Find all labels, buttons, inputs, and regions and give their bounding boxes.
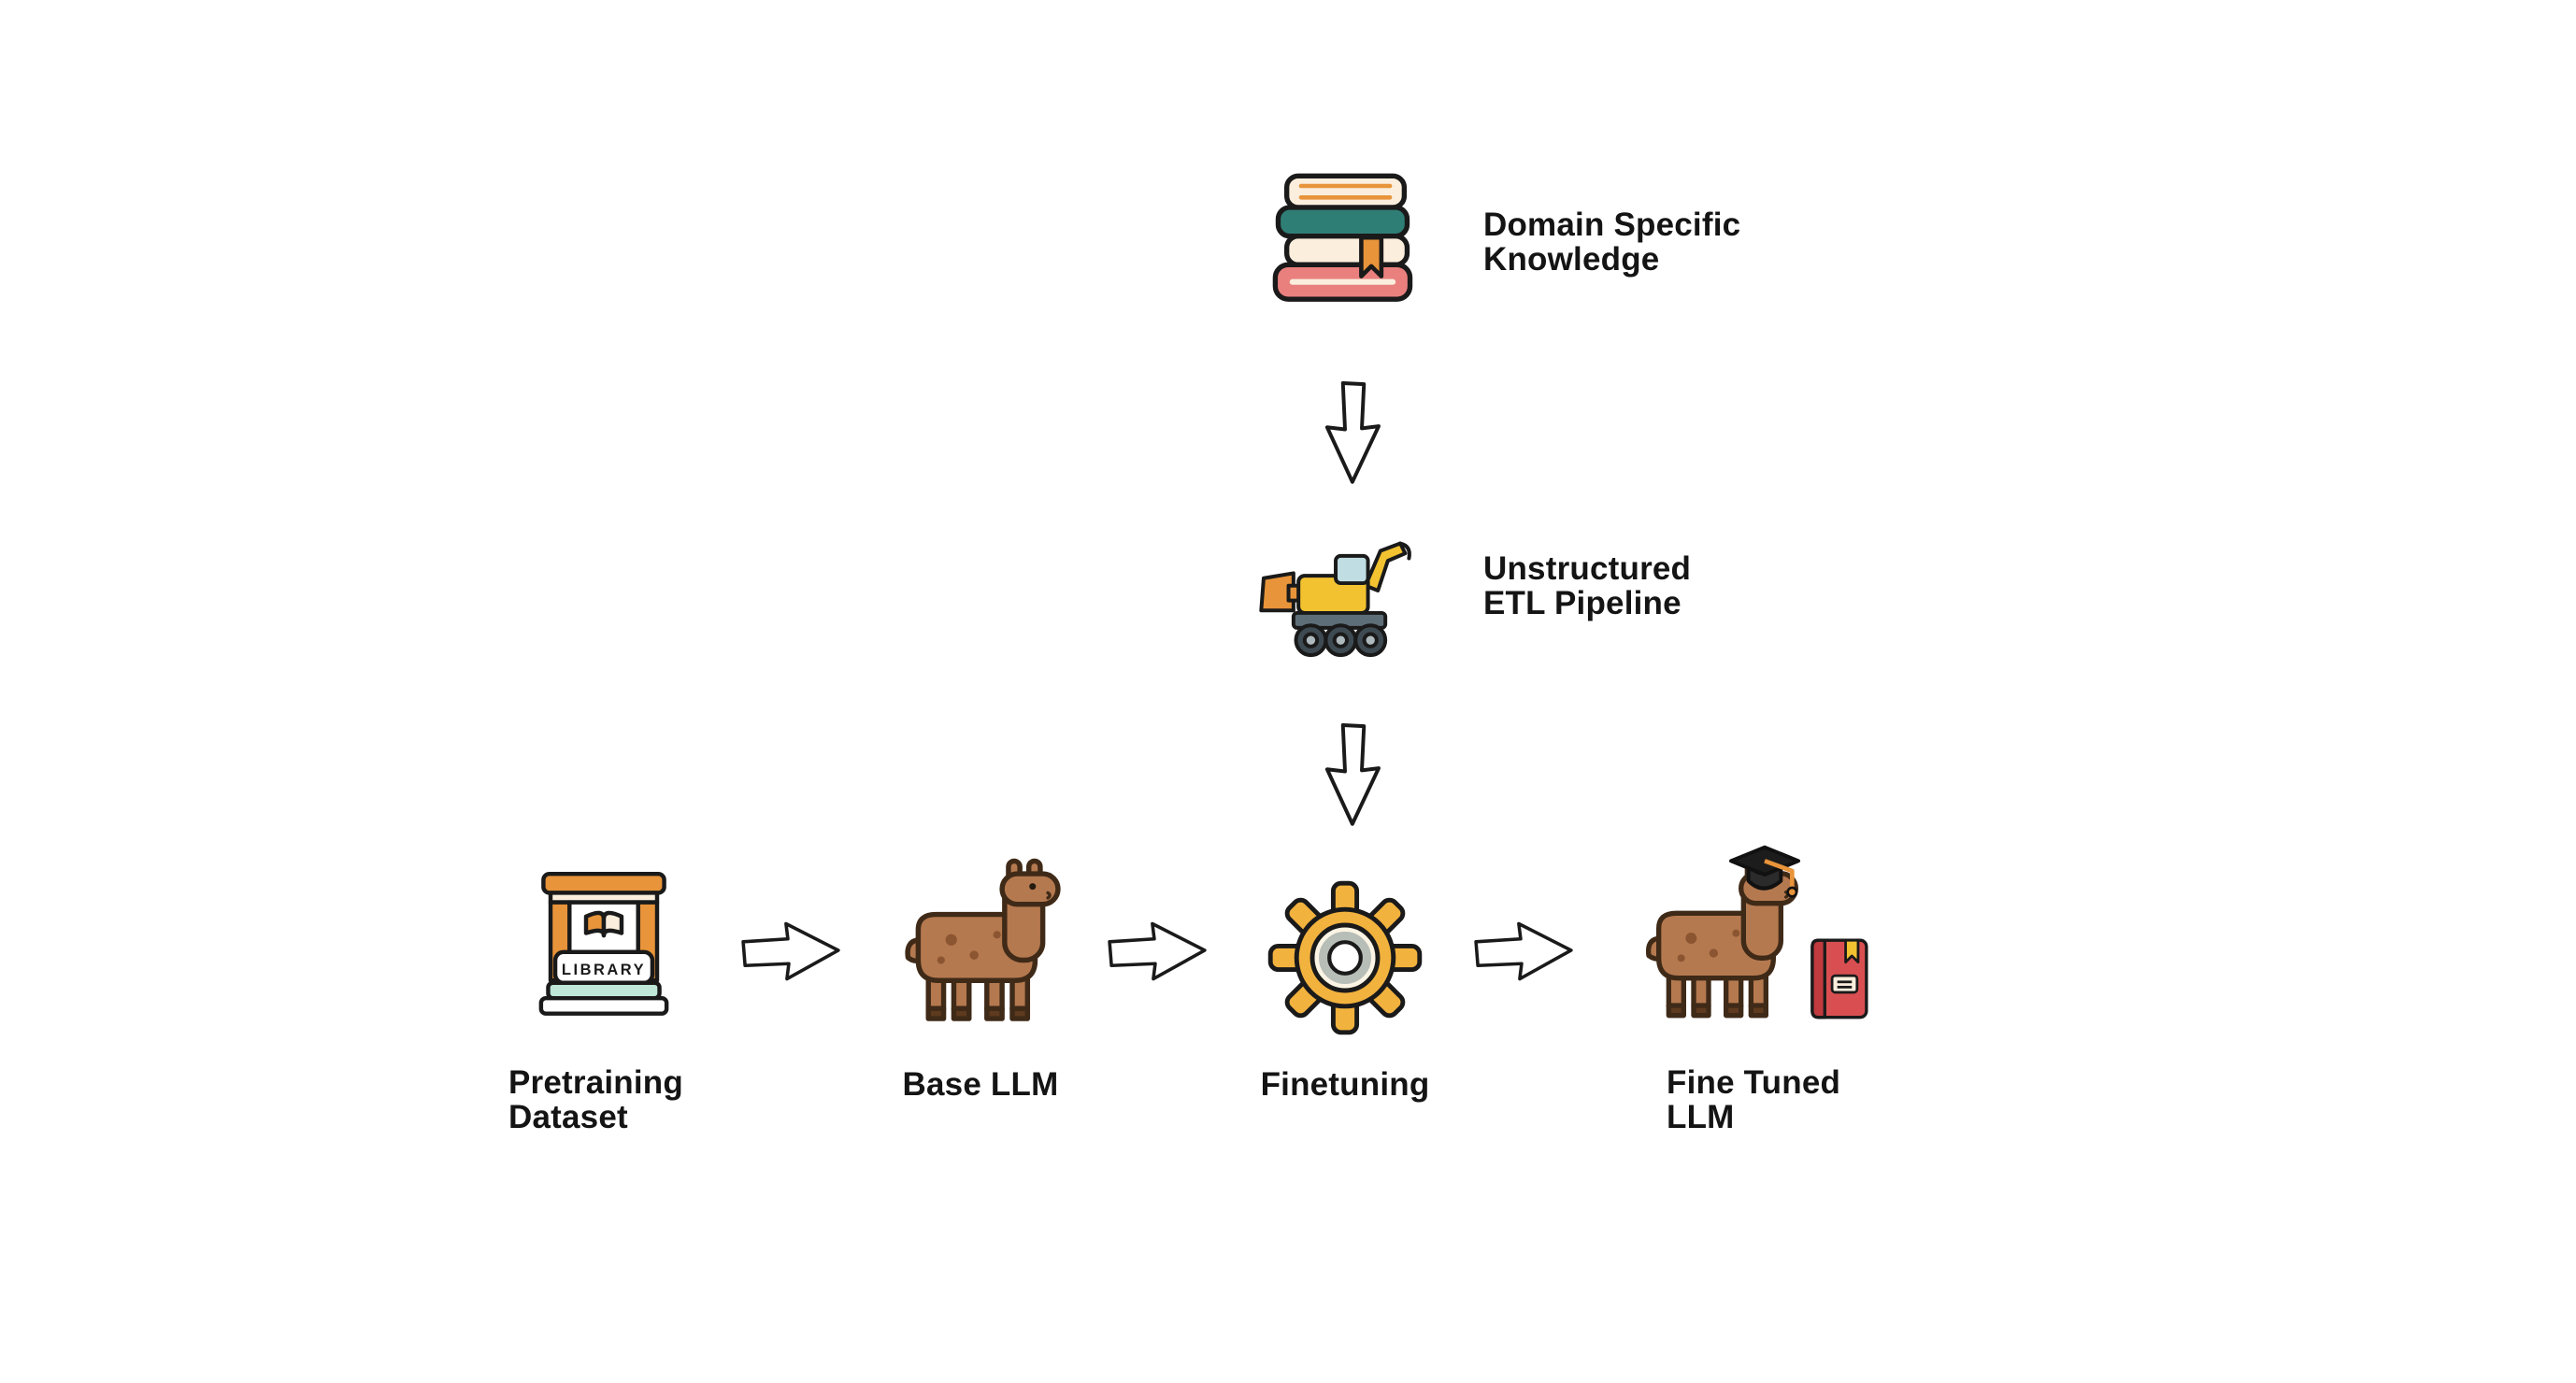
label-finetuning: Finetuning bbox=[1260, 1067, 1430, 1102]
llama-icon bbox=[884, 856, 1077, 1047]
loader-truck-icon bbox=[1256, 523, 1430, 673]
label-domain-specific-knowledge: Domain Specific Knowledge bbox=[1483, 207, 1740, 277]
label-unstructured-etl-pipeline: Unstructured ETL Pipeline bbox=[1483, 551, 1691, 620]
arrow-down-icon bbox=[1320, 720, 1387, 832]
gear-icon bbox=[1260, 873, 1430, 1043]
red-book-icon bbox=[1804, 930, 1877, 1029]
arrow-down-icon bbox=[1320, 378, 1387, 490]
label-line: ETL Pipeline bbox=[1483, 585, 1682, 621]
label-line: Knowledge bbox=[1483, 241, 1660, 278]
label-base-llm: Base LLM bbox=[884, 1067, 1077, 1102]
label-line: LLM bbox=[1667, 1099, 1735, 1135]
arrow-right-icon bbox=[738, 914, 845, 989]
label-line: Pretraining bbox=[508, 1064, 683, 1101]
graduation-cap bbox=[1729, 845, 1800, 898]
library-building-icon: LIBRARY bbox=[512, 860, 695, 1037]
graduate-llama-icon bbox=[1623, 834, 1817, 1043]
label-line: Base LLM bbox=[902, 1066, 1059, 1103]
label-line: Unstructured bbox=[1483, 550, 1692, 587]
label-line: Fine Tuned bbox=[1667, 1064, 1841, 1101]
label-line: Domain Specific bbox=[1483, 207, 1741, 243]
books-stack-icon bbox=[1258, 161, 1430, 340]
label-pretraining-dataset: Pretraining Dataset bbox=[508, 1065, 683, 1134]
label-fine-tuned-llm: Fine Tuned LLM bbox=[1667, 1065, 1840, 1134]
arrow-right-icon bbox=[1471, 914, 1578, 989]
arrow-right-icon bbox=[1105, 914, 1211, 989]
label-line: Dataset bbox=[508, 1099, 628, 1135]
label-line: Finetuning bbox=[1260, 1066, 1430, 1103]
library-sign-text: LIBRARY bbox=[562, 962, 646, 978]
